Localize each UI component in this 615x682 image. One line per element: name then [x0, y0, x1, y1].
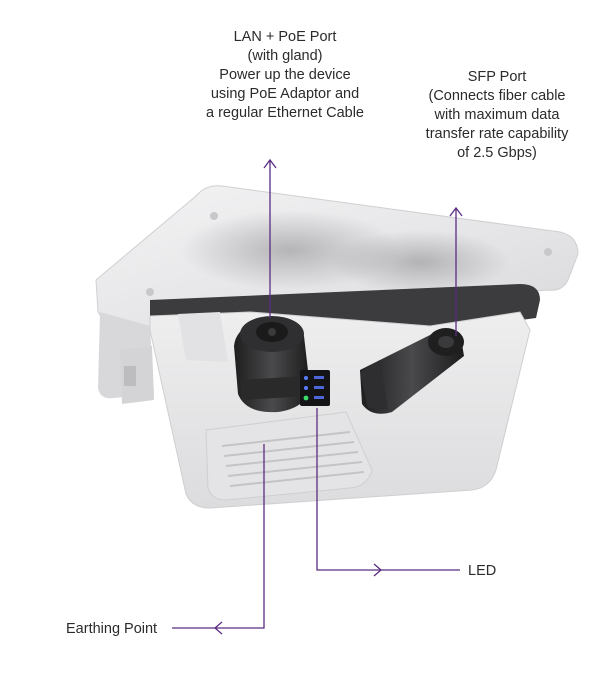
earthing-callout: Earthing Point — [66, 620, 157, 639]
lan-poe-callout: LAN + PoE Port (with gland) Power up the… — [160, 28, 410, 123]
lan-poe-line-1: LAN + PoE Port — [233, 29, 337, 45]
sfp-connector — [360, 328, 464, 414]
heatsink-panel — [205, 411, 373, 501]
led-callout: LED — [468, 562, 496, 581]
earthing-arrowhead — [214, 621, 223, 635]
lan-poe-arrowhead — [263, 158, 277, 169]
led-label: LED — [468, 563, 497, 579]
earthing-leader — [172, 444, 265, 629]
gasket-band — [150, 284, 540, 332]
lan-poe-line-3: Power up the device — [219, 67, 351, 83]
led-panel — [300, 370, 330, 406]
sfp-line-5: of 2.5 Gbps) — [457, 145, 537, 161]
lan-poe-line-5: a regular Ethernet Cable — [206, 105, 364, 121]
sfp-line-1: SFP Port — [467, 69, 527, 85]
lan-poe-line-4: using PoE Adaptor and — [210, 86, 360, 102]
lan-poe-line-2: (with gland) — [247, 48, 323, 64]
sfp-line-2: (Connects fiber cable — [428, 88, 566, 104]
led-leader — [316, 408, 460, 571]
sfp-arrowhead — [449, 206, 463, 217]
sfp-line-4: transfer rate capability — [425, 126, 569, 142]
led-arrowhead — [373, 563, 382, 577]
leader-lines — [172, 158, 463, 635]
sfp-callout: SFP Port (Connects fiber cable with maxi… — [392, 68, 602, 163]
sfp-line-3: with maximum data — [434, 107, 560, 123]
lan-poe-gland — [234, 316, 310, 413]
earthing-label: Earthing Point — [66, 621, 158, 637]
